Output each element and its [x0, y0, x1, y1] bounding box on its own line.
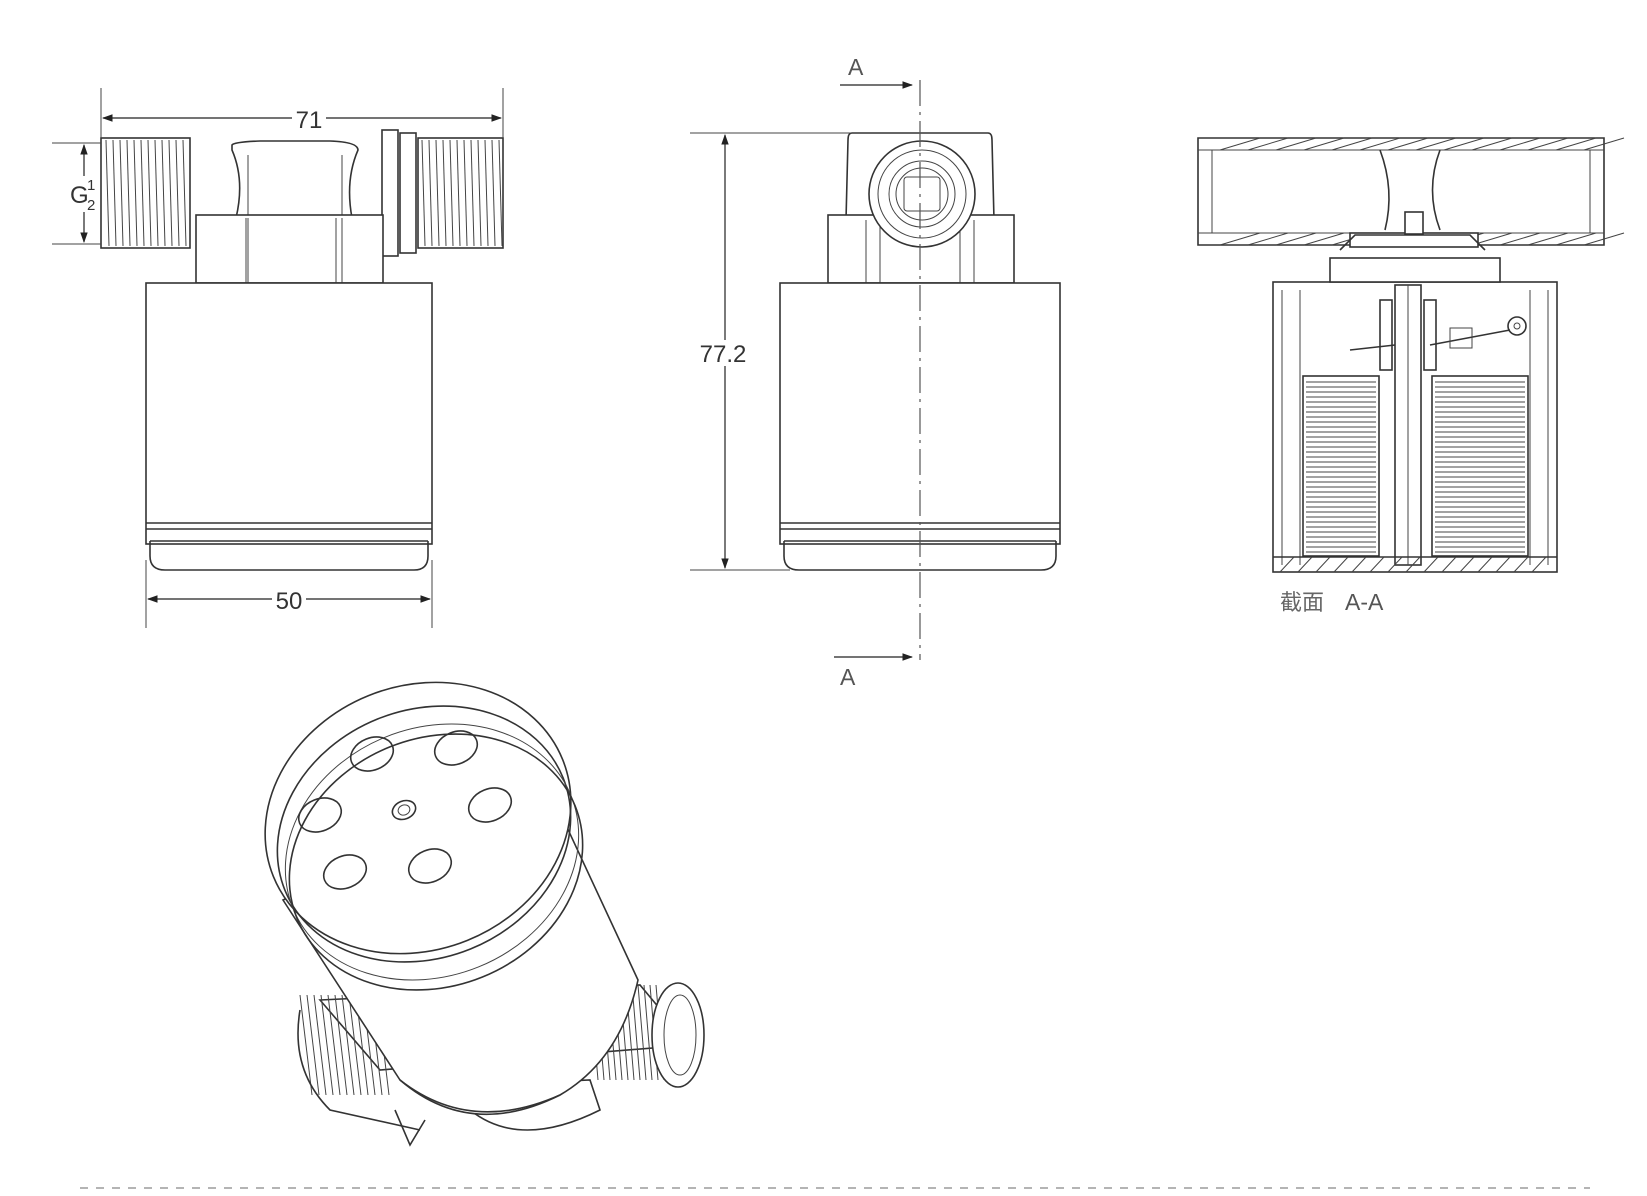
dimension-label-77-2: 77.2 — [700, 341, 747, 368]
section-marker-top: A — [840, 54, 914, 89]
left-thread-fitting — [100, 137, 191, 249]
dimension-label-50: 50 — [276, 588, 303, 615]
thread-label-num: 1 — [87, 177, 95, 194]
dimension-label-71: 71 — [296, 107, 323, 134]
front-view: 71 50 G 1 2 — [52, 88, 504, 628]
section-letter-bottom: A — [840, 664, 856, 690]
section-marker-bottom: A — [834, 653, 914, 690]
iso-view — [264, 681, 705, 1147]
thread-label-g: G — [70, 182, 89, 209]
section-letter-top: A — [848, 54, 864, 80]
dimension-71: 71 — [100, 88, 504, 138]
section-caption-cn: 截面 — [1280, 591, 1324, 616]
dimension-77-2: 77.2 — [690, 132, 852, 571]
iso-cap — [264, 681, 584, 991]
valve-neck — [195, 140, 384, 284]
right-thread-fitting — [381, 129, 504, 257]
side-port — [868, 140, 976, 248]
thread-dimension: G 1 2 — [52, 142, 101, 245]
iso-cap-holes — [297, 730, 513, 890]
section-view: 截面 A-A — [1197, 137, 1625, 616]
cylinder-body — [145, 282, 433, 571]
side-view: A A 77.2 — [690, 54, 1061, 690]
dimension-50: 50 — [145, 560, 433, 628]
section-caption-id: A-A — [1345, 589, 1384, 615]
thread-label-den: 2 — [87, 197, 95, 214]
